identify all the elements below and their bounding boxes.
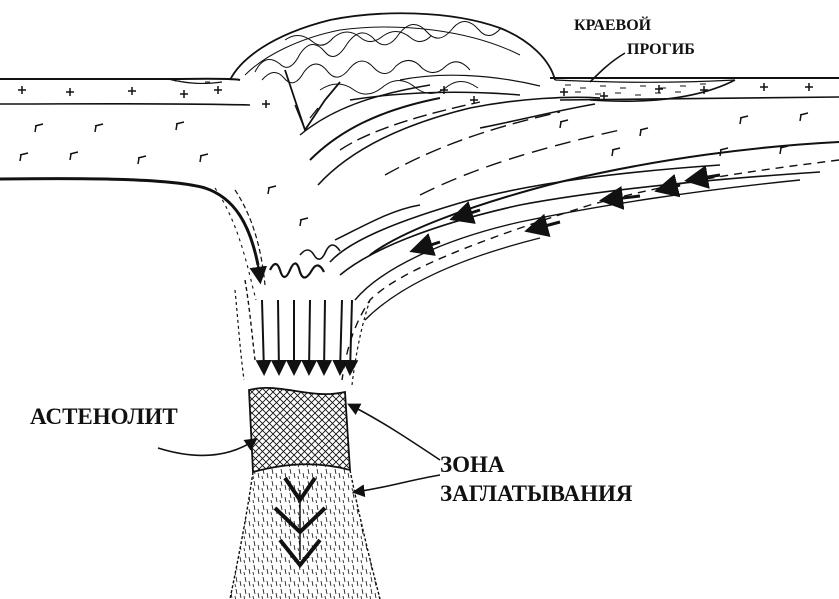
subduction-zone-label-line2: ЗАГЛАТЫВАНИЯ <box>440 482 632 505</box>
leader-lines <box>158 53 625 492</box>
astenolith-block <box>249 388 350 472</box>
flow-lines <box>215 165 820 385</box>
tick-marks <box>20 113 808 226</box>
marginal-basin-label-line1: КРАЕВОЙ <box>574 18 651 34</box>
subduction-zone-label-line1: ЗОНА <box>440 453 505 476</box>
lithosphere-layer <box>0 113 839 380</box>
marginal-basin-fill <box>168 79 735 101</box>
marginal-basin-label-line2: ПРОГИБ <box>627 42 695 58</box>
folded-orogen <box>230 13 620 195</box>
astenolith-label: АСТЕНОЛИТ <box>30 405 178 428</box>
mantle-column <box>230 464 380 599</box>
